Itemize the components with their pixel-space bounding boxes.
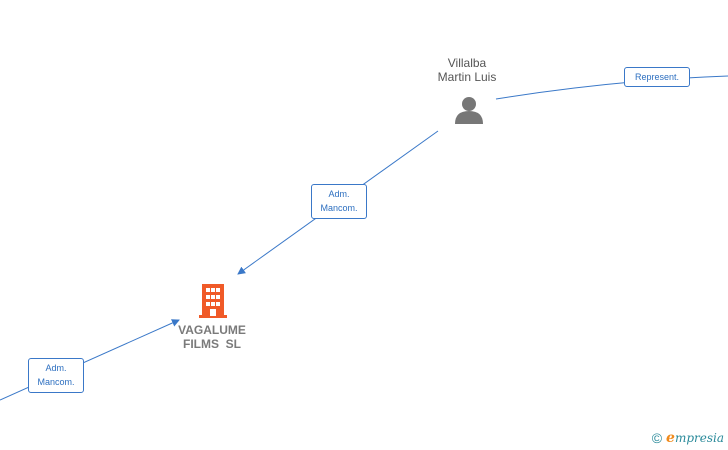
- edge-adm-bottom: [0, 319, 180, 401]
- company-node-label[interactable]: VAGALUME FILMS SL: [166, 323, 258, 351]
- edge-label-adm-bottom-line1: Adm.: [45, 363, 67, 373]
- brand-watermark: © empresia: [652, 430, 724, 446]
- edge-label-adm-bottom[interactable]: Adm. Mancom.: [28, 358, 84, 393]
- edge-label-adm-top[interactable]: Adm. Mancom.: [311, 184, 367, 219]
- person-name-line1: Villalba: [447, 56, 487, 70]
- brand-name: mpresia: [674, 431, 724, 445]
- person-icon[interactable]: [454, 96, 484, 124]
- edge-label-adm-top-line2: Mancom.: [320, 203, 358, 213]
- edge-label-represent[interactable]: Represent.: [624, 67, 690, 87]
- brand-logo: empresia: [666, 430, 724, 446]
- copyright-symbol: ©: [651, 430, 663, 446]
- person-node-label[interactable]: Villalba Martin Luis: [426, 56, 508, 84]
- edge-label-adm-bottom-line2: Mancom.: [37, 377, 75, 387]
- company-name-line1: VAGALUME: [178, 323, 246, 337]
- edge-label-adm-top-line1: Adm.: [328, 189, 350, 199]
- brand-initial: e: [666, 430, 675, 446]
- edge-label-represent-text: Represent.: [634, 72, 680, 82]
- company-name-line2: FILMS SL: [183, 337, 241, 351]
- edge-represent: [495, 75, 728, 100]
- building-icon[interactable]: [198, 284, 228, 318]
- person-name-line2: Martin Luis: [437, 70, 497, 84]
